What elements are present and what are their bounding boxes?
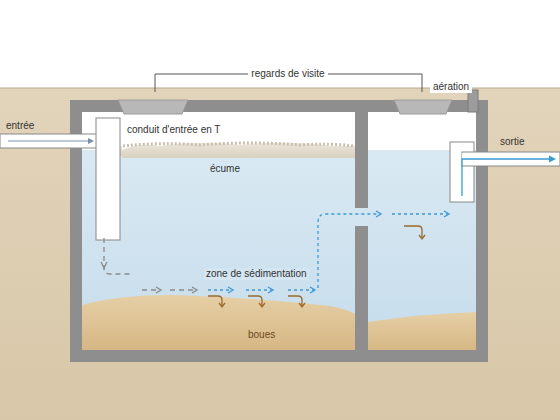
flow-arrow xyxy=(8,141,92,142)
sludge xyxy=(82,295,355,350)
inlet-label: entrée xyxy=(6,120,34,132)
partition-wall xyxy=(355,112,368,208)
pipe-joint xyxy=(97,135,111,147)
manhole-cover xyxy=(394,100,452,114)
arrowhead xyxy=(192,287,197,293)
inlet-pipe xyxy=(0,134,112,148)
flow-path xyxy=(104,238,132,274)
scum-layer xyxy=(122,143,355,158)
flow-path xyxy=(208,211,449,293)
settling-arrow xyxy=(208,226,425,307)
ground-line xyxy=(0,88,560,89)
water xyxy=(82,150,476,350)
flow-arrow xyxy=(462,159,552,196)
sludge xyxy=(368,312,476,350)
vent xyxy=(468,90,478,112)
manhole-label: regards de visite xyxy=(248,68,327,80)
scum-label: écume xyxy=(210,163,240,175)
zone-label: zone de sédimentation xyxy=(204,268,309,280)
inlet-t-pipe xyxy=(96,118,120,240)
tank-interior xyxy=(82,112,476,350)
t-pipe-label: conduit d'entrée en T xyxy=(124,124,223,136)
arrowhead xyxy=(549,156,556,163)
flow-path xyxy=(142,289,160,290)
manhole-cover xyxy=(118,100,188,114)
partition-wall xyxy=(355,226,368,350)
outlet-label: sortie xyxy=(500,136,524,148)
tank-wall xyxy=(70,100,488,362)
flow-path xyxy=(170,289,196,290)
arrowhead xyxy=(156,287,161,293)
scum-texture xyxy=(123,143,354,146)
arrowhead xyxy=(88,138,94,144)
sludge-label: boues xyxy=(248,329,275,341)
vent-label: aération xyxy=(430,81,472,93)
arrowhead xyxy=(101,262,107,268)
ground xyxy=(0,88,560,420)
